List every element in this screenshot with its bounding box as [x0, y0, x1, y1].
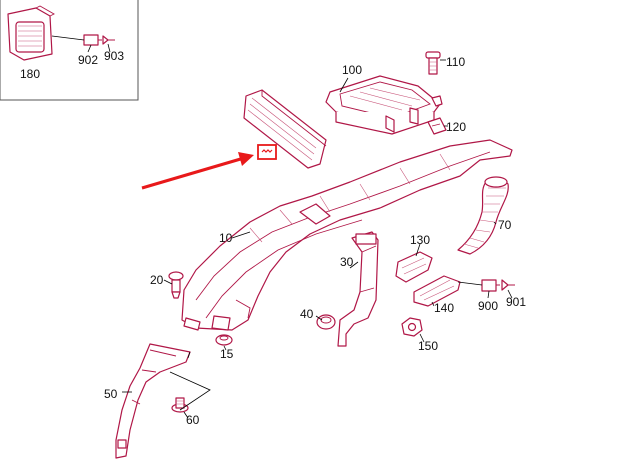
label-902: 902 — [78, 53, 98, 67]
label-900: 900 — [478, 299, 498, 313]
part-70-drawing — [457, 176, 509, 255]
part-120-drawing — [427, 117, 447, 135]
label-901: 901 — [506, 295, 526, 309]
label-30: 30 — [340, 255, 354, 269]
part-30-drawing — [337, 231, 379, 347]
label-150: 150 — [418, 339, 438, 353]
label-60: 60 — [186, 413, 200, 427]
part-40-drawing — [316, 314, 336, 330]
label-40: 40 — [300, 307, 314, 321]
label-70: 70 — [498, 218, 512, 232]
label-180: 180 — [20, 67, 40, 81]
part-180-drawing — [7, 5, 55, 61]
label-15: 15 — [220, 347, 234, 361]
part-100-drawing — [325, 75, 443, 135]
part-903-drawing — [102, 35, 115, 45]
inset-box — [0, 0, 139, 101]
label-140: 140 — [434, 301, 454, 315]
part-50-drawing — [115, 343, 191, 459]
leader-lines — [122, 77, 497, 419]
part-902-drawing — [83, 34, 102, 46]
label-100: 100 — [342, 63, 362, 77]
part-140-drawing — [413, 275, 461, 307]
label-120: 120 — [446, 120, 466, 134]
part-10-drawing — [181, 139, 513, 331]
label-903: 903 — [104, 49, 124, 63]
filter-element-drawing — [243, 89, 327, 169]
part-15-drawing — [215, 334, 233, 346]
label-50: 50 — [104, 387, 118, 401]
filter-icon — [257, 144, 277, 160]
part-130-drawing — [395, 251, 433, 283]
label-10: 10 — [219, 231, 233, 245]
assembly-bracket-lines — [169, 351, 211, 411]
part-901-drawing — [501, 279, 515, 291]
part-labels: 180 902 903 100 110 120 70 10 130 20 30 … — [20, 49, 526, 427]
label-110: 110 — [446, 55, 465, 69]
callout-arrow — [141, 152, 254, 190]
label-130: 130 — [410, 233, 430, 247]
part-60-drawing — [171, 397, 189, 413]
part-20-drawing — [168, 271, 184, 299]
part-150-drawing — [401, 317, 423, 337]
part-900-drawing — [481, 279, 500, 292]
part-110-drawing — [425, 51, 441, 75]
label-20: 20 — [150, 273, 164, 287]
